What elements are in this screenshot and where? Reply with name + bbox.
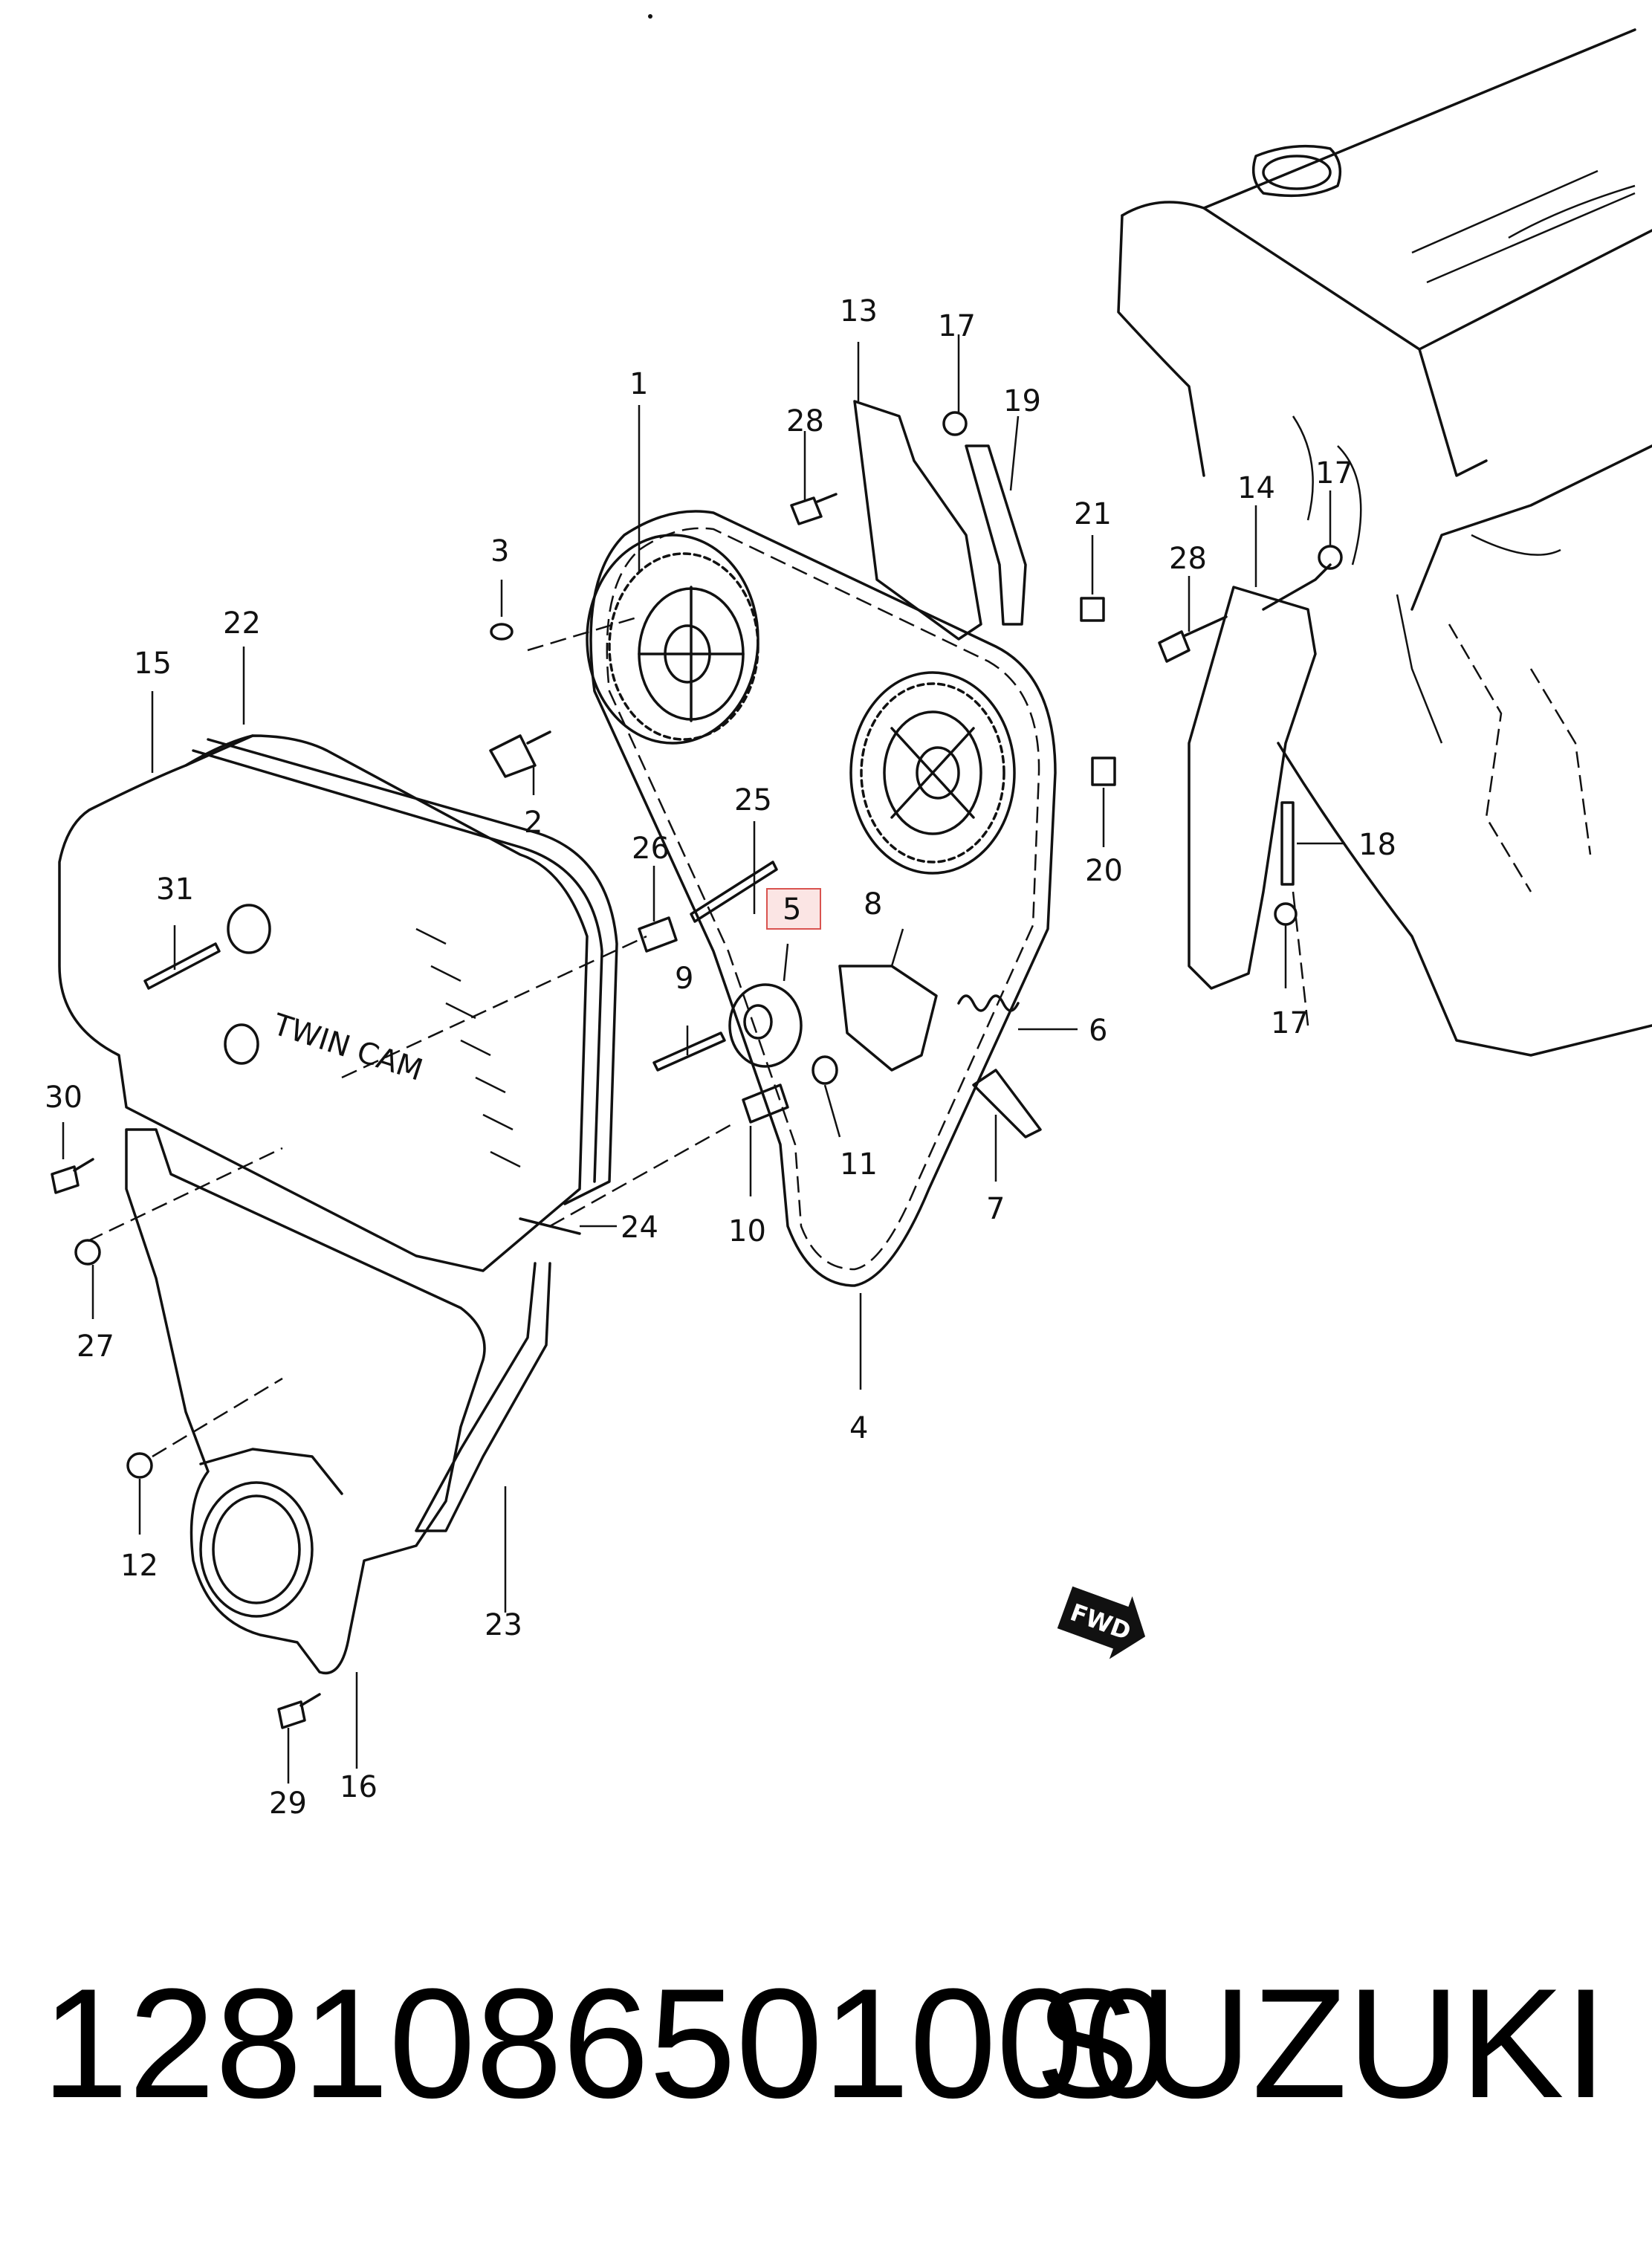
bolt-31 [143,942,221,990]
timing-belt [589,510,1057,1287]
nut-17-top [942,411,968,436]
callout-22: 22 [223,606,261,641]
tensioner-plate [838,965,938,1072]
washer [812,1055,838,1085]
callout-1: 1 [629,367,648,401]
callout-31: 31 [156,872,194,907]
callout-29: 29 [269,1786,307,1821]
callout-12: 12 [120,1549,158,1583]
spacer-26 [638,916,678,953]
callout-13: 13 [840,294,878,328]
nut-17-lower [1274,902,1298,926]
callout-8: 8 [864,887,882,921]
tensioner-stud [742,1083,789,1124]
part-caption: 1281086501000 SUZUKI [0,1947,1652,2140]
belt-guide-plate [853,400,1027,641]
brand-name: SUZUKI [1034,1956,1607,2131]
callout-25: 25 [734,783,772,817]
callout-19: 19 [1003,384,1041,418]
tensioner-spring [957,994,1020,1012]
callout-21: 21 [1074,497,1112,531]
callout-17-lower: 17 [1271,1006,1309,1040]
callout-16: 16 [340,1770,378,1804]
callout-5: 5 [783,893,801,927]
callout-17-top: 17 [938,309,976,343]
callout-11: 11 [840,1147,878,1182]
callout-2: 2 [524,806,542,840]
bolt-29 [277,1693,321,1729]
callout-26: 26 [632,832,670,866]
tensioner-pulley [728,983,803,1068]
camshaft-sprocket-left [586,534,759,745]
bolt-28-right [1158,615,1228,663]
callout-6: 6 [1089,1014,1107,1048]
callout-4: 4 [849,1411,868,1445]
callout-15: 15 [134,647,172,681]
camshaft-sprocket-right [849,671,1016,875]
stud-25 [690,861,778,923]
callout-23: 23 [485,1608,522,1642]
nut-27 [74,1239,101,1266]
callout-9: 9 [675,962,693,996]
grommet-21 [1080,597,1105,622]
callout-28-left: 28 [786,404,824,438]
timing-belt-exploded-diagram: TWIN CAM [45,14,1652,1821]
engine-block [1117,28,1652,1057]
callout-10: 10 [728,1214,766,1248]
forward-arrow-badge: FWD [1057,1586,1146,1659]
bolt-2 [489,730,551,778]
belt-guide-7 [972,1069,1042,1138]
callout-18: 18 [1358,828,1396,862]
callout-3: 3 [490,534,509,568]
cover-gasket [415,1262,551,1532]
lower-timing-cover [125,1128,486,1675]
callout-17-right: 17 [1315,456,1353,490]
callout-28-right: 28 [1169,542,1207,576]
pin-3 [490,623,514,641]
part-number: 1281086501000 [42,1956,1170,2131]
bolt-30 [51,1158,94,1194]
callout-20: 20 [1085,854,1123,888]
stud-18 [1280,801,1295,886]
callout-7: 7 [986,1192,1005,1226]
bolt-28 [790,493,838,525]
callout-14: 14 [1237,471,1275,505]
callout-30: 30 [45,1081,82,1115]
nut-12 [126,1452,153,1479]
callout-5-highlight [766,888,821,930]
bolt-9 [652,1031,726,1072]
engine-bracket [1188,563,1332,990]
callout-27: 27 [77,1329,114,1364]
callout-24: 24 [621,1211,658,1245]
grommet-20 [1091,757,1116,786]
